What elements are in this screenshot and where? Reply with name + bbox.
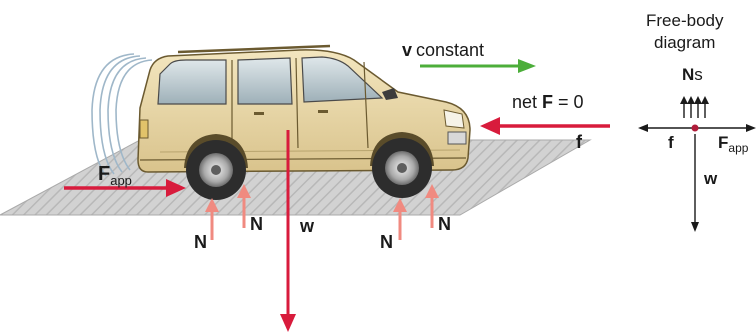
fbd-normal-label: Ns [682,65,703,84]
normal-label-front-left: N [380,232,393,252]
fbd-center-point [691,124,699,132]
fbd-title-line1: Free-body [646,11,724,30]
fbd-weight-label: w [703,169,718,188]
fbd-title-line2: diagram [654,33,715,52]
fbd-horizontal-arrows [638,124,756,232]
fbd-normal-arrows [680,96,709,118]
fbd-applied-label: Fapp [718,133,749,155]
weight-label: w [299,216,315,236]
fbd-friction-label: f [668,133,674,152]
normal-label-front-right: N [438,214,451,234]
normal-force-arrows [205,184,439,240]
free-body-diagram: Free-body diagram Ns f Fapp w [638,11,756,232]
velocity-arrow [420,59,536,73]
normal-label-rear-left: N [194,232,207,252]
friction-arrow [480,117,610,135]
applied-force-arrow [64,179,186,197]
friction-label: f [576,132,583,152]
normal-label-rear-right: N [250,214,263,234]
applied-force-label: Fapp [98,163,132,188]
car [137,44,471,200]
net-force-label: net F = 0 [512,92,584,112]
motion-lines [91,53,153,177]
weight-arrow [280,130,296,332]
